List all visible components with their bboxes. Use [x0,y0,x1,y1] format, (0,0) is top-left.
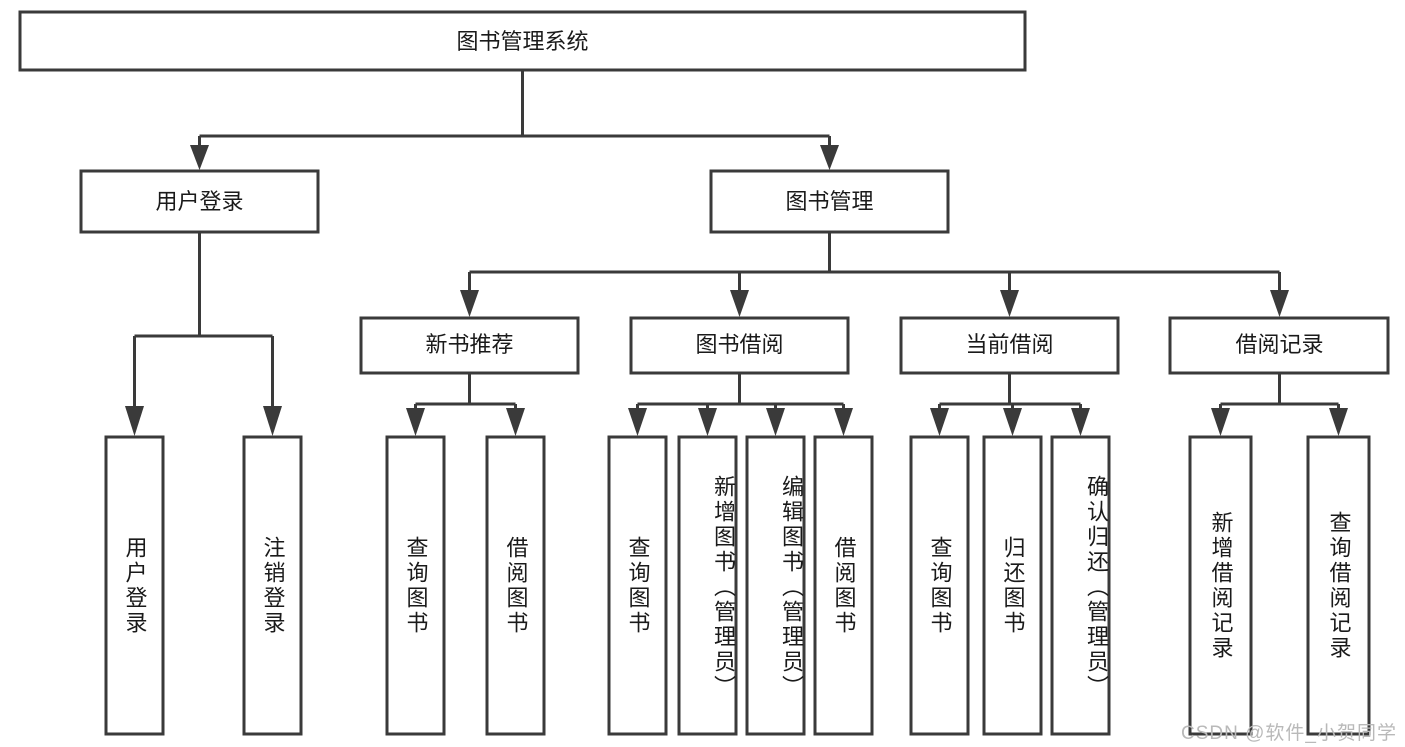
connector-group-records [1211,373,1348,436]
leaf-box-confirm-return-admin[interactable] [1050,435,1111,736]
arrow-head-to-borrow [730,290,749,317]
node-new-book-recommend-box [359,316,580,375]
node-root-label: 图书管理系统 [456,29,588,54]
node-borrow-records-label: 借阅记录 [1235,332,1323,357]
node-book-manage[interactable]: 图书管理 [709,169,950,234]
leaf-box-borrow-book[interactable] [813,435,874,736]
connector-group-borrow [628,373,853,436]
csdn-watermark: CSDN @软件_小贺同学 [1181,723,1397,744]
leaf-box-query-book-current[interactable] [909,435,970,736]
arrow-head-borrow-to-leaf-2 [698,408,717,436]
arrow-head-current-to-leaf-3 [1071,408,1090,436]
arrow-head-user-login-to-leaf-2 [263,406,282,436]
connector-group-user-login [125,232,282,436]
node-book-manage-box [709,169,950,234]
arrow-head-to-records [1270,290,1289,317]
arrow-head-borrow-to-leaf-3 [766,408,785,436]
connector-group-current-borrow [930,373,1090,436]
node-borrow-records-box [1168,316,1390,375]
arrow-head-user-login-to-leaf-1 [125,406,144,436]
arrow-head-to-new-books [460,290,479,317]
arrow-head-borrow-to-leaf-4 [834,408,853,436]
node-new-book-recommend[interactable]: 新书推荐 [359,316,580,375]
node-current-borrow[interactable]: 当前借阅 [899,316,1120,375]
node-user-login-label: 用户登录 [155,189,243,214]
arrow-head-root-to-book-manage [820,145,839,170]
node-book-borrow[interactable]: 图书借阅 [629,316,850,375]
leaf-box-query-book-borrow[interactable] [607,435,668,736]
arrow-head-root-to-user-login [190,145,209,170]
node-book-borrow-box [629,316,850,375]
leaf-box-query-borrow-record[interactable] [1306,435,1371,736]
arrow-head-to-current [1000,290,1019,317]
arrow-head-new-books-to-leaf-2 [506,408,525,436]
node-book-manage-label: 图书管理 [785,189,873,214]
arrow-head-current-to-leaf-1 [930,408,949,436]
leaf-box-edit-book-admin[interactable] [745,435,806,736]
node-current-borrow-box [899,316,1120,375]
arrow-head-new-books-to-leaf-1 [406,408,425,436]
connector-group-new-books [406,373,525,436]
leaf-box-add-book-admin[interactable] [677,435,738,736]
arrow-head-records-to-leaf-2 [1329,408,1348,436]
node-root-system[interactable]: 图书管理系统 [18,10,1027,72]
connector-group-book-manage [460,232,1289,317]
leaf-box-user-login[interactable] [104,435,165,736]
leaf-box-add-borrow-record[interactable] [1188,435,1253,736]
leaf-box-logout[interactable] [242,435,303,736]
arrow-head-borrow-to-leaf-1 [628,408,647,436]
leaf-box-return-book[interactable] [982,435,1043,736]
node-new-book-recommend-label: 新书推荐 [425,332,513,357]
node-user-login[interactable]: 用户登录 [79,169,320,234]
node-current-borrow-label: 当前借阅 [965,332,1053,357]
leaf-box-borrow-book-recommend[interactable] [485,435,546,736]
node-user-login-box [79,169,320,234]
leaf-box-query-book-recommend[interactable] [385,435,446,736]
arrow-head-current-to-leaf-2 [1003,408,1022,436]
connector-group-root [190,70,839,170]
leaf-box-group [104,435,1371,736]
node-book-borrow-label: 图书借阅 [695,332,783,357]
node-borrow-records[interactable]: 借阅记录 [1168,316,1390,375]
node-root-box [18,10,1027,72]
arrow-head-records-to-leaf-1 [1211,408,1230,436]
